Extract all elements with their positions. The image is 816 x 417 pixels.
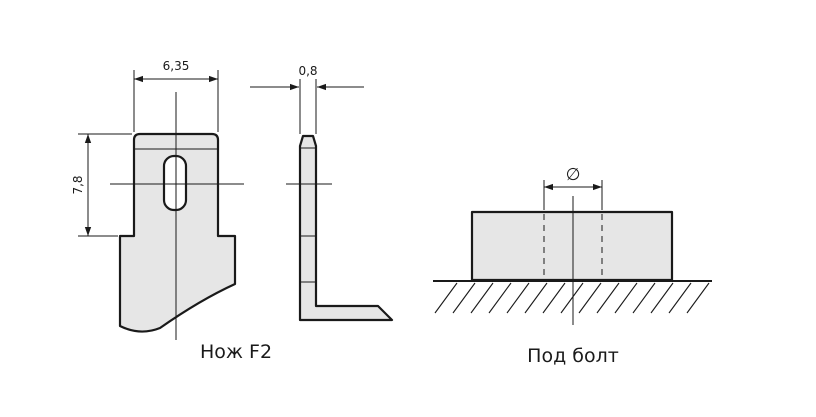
height-dimension-label: 7,8 <box>71 175 85 194</box>
f2-terminal-caption: Нож F2 <box>200 341 272 363</box>
bolt-terminal-view <box>470 196 674 325</box>
height-dimension: 7,8 <box>71 133 132 237</box>
f2-blade-slot <box>162 154 188 212</box>
thickness-dimension-label: 0,8 <box>298 64 317 78</box>
f2-blade-side-view <box>286 134 394 322</box>
width-dimension: 6,35 <box>133 59 219 132</box>
diameter-symbol: ∅ <box>566 165 581 185</box>
f2-blade-front-view <box>110 92 244 340</box>
bolt-terminal-caption: Под болт <box>527 345 619 367</box>
thickness-dimension: 0,8 <box>250 64 364 134</box>
diameter-dimension: ∅ <box>543 165 603 210</box>
ground-hatching <box>433 280 712 314</box>
width-dimension-label: 6,35 <box>163 59 190 73</box>
